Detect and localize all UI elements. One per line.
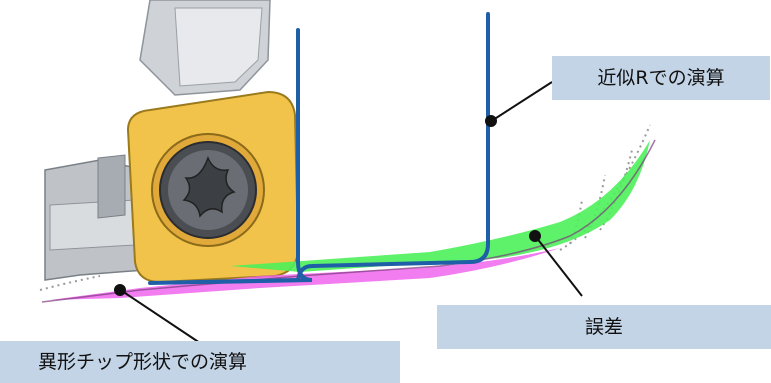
error-label: 誤差 <box>584 315 623 338</box>
error-band-green <box>230 140 650 272</box>
error-callout: 誤差 <box>437 305 771 349</box>
approx-r-toolpath <box>208 28 313 284</box>
approx-r-toolpath-main <box>148 12 490 285</box>
approx-r-callout: 近似Rでの演算 <box>552 56 770 100</box>
tool-holder <box>44 0 271 281</box>
irregular-tip-label: 異形チップ形状での演算 <box>38 350 248 373</box>
leader-lines <box>114 81 583 344</box>
approx-r-label: 近似Rでの演算 <box>597 66 725 89</box>
torx-screw-icon <box>151 133 265 247</box>
irregular-tip-callout: 異形チップ形状での演算 <box>0 341 400 383</box>
